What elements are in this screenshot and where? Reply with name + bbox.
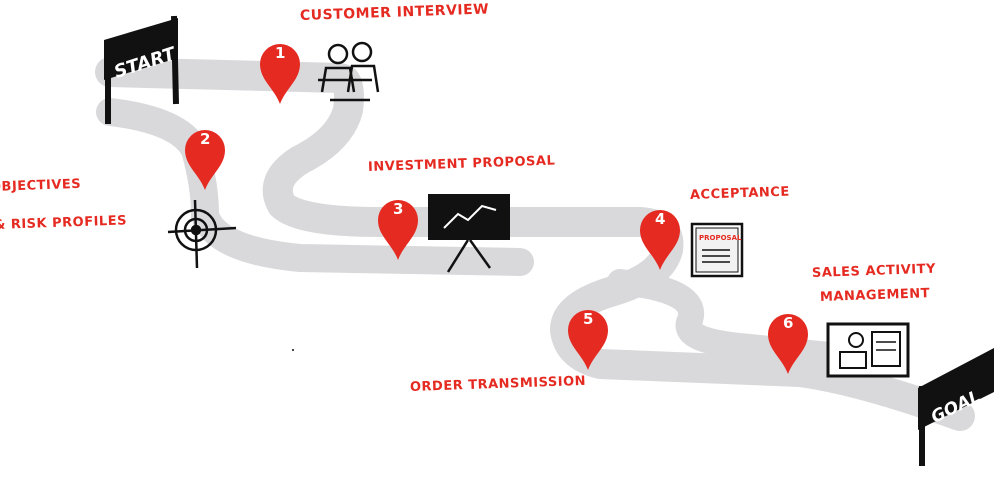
pin-6: 6 [768, 314, 808, 374]
pin-4: 4 [640, 210, 680, 270]
map-pin-icon [768, 314, 808, 374]
pin-1-number: 1 [275, 44, 285, 62]
dashboard-icon [826, 322, 910, 378]
pin-6-number: 6 [783, 314, 793, 332]
pin-2: 2 [185, 130, 225, 190]
pin-5: 5 [568, 310, 608, 370]
target-icon [167, 199, 237, 269]
road-lower [607, 269, 893, 373]
goal-flag-icon: GOAL [918, 348, 994, 466]
document-label: PROPOSAL [699, 234, 742, 242]
pin-3: 3 [378, 200, 418, 260]
easel-chart-icon [428, 194, 510, 273]
pin-5-number: 5 [583, 310, 593, 328]
map-pin-icon [640, 210, 680, 270]
road-branch [96, 98, 534, 276]
pin-4-number: 4 [655, 210, 665, 228]
map-pin-icon [185, 130, 225, 190]
pin-3-number: 3 [393, 200, 403, 218]
pin-1: 1 [260, 44, 300, 104]
map-pin-icon [260, 44, 300, 104]
stray-dot [292, 349, 294, 351]
document-icon: PROPOSAL [690, 222, 744, 278]
people-icon [318, 41, 380, 102]
map-pin-icon [568, 310, 608, 370]
map-pin-icon [378, 200, 418, 260]
pin-2-number: 2 [200, 130, 210, 148]
